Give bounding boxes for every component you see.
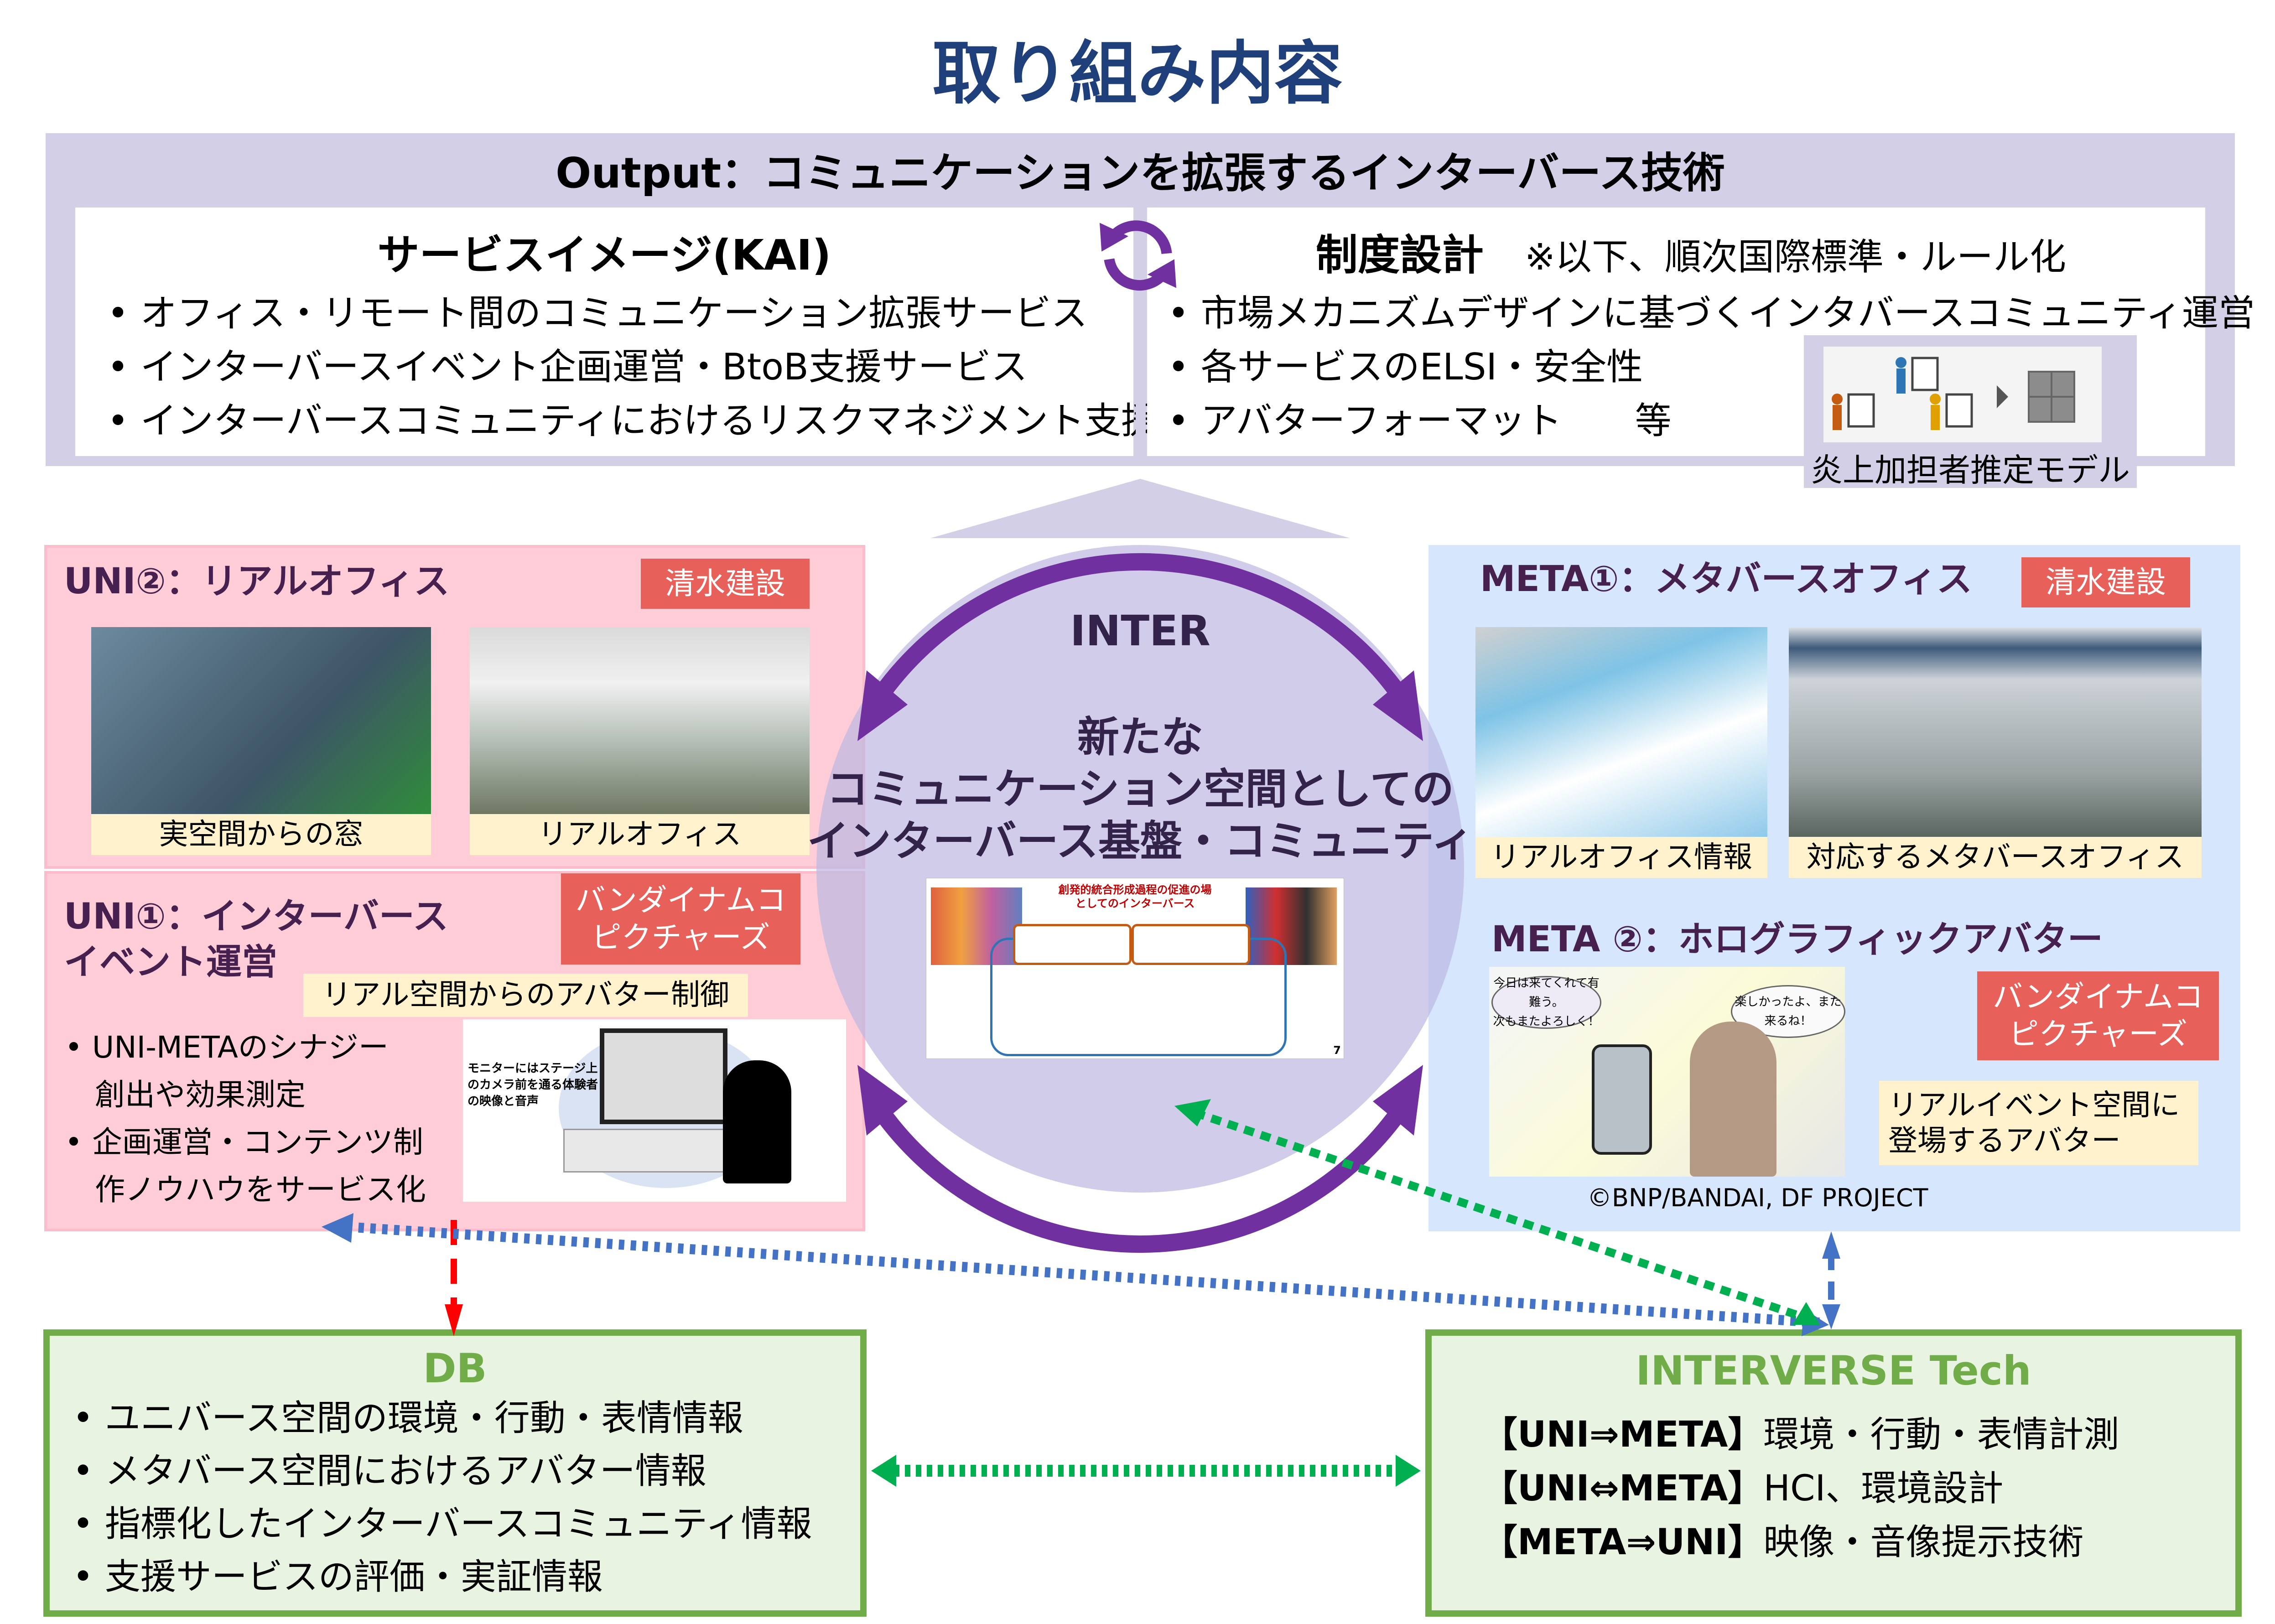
uni2-title: UNI②：リアルオフィス [64, 561, 450, 602]
db-item: 支援サービスの評価・実証情報 [73, 1551, 860, 1603]
metaverse-office-image [1789, 627, 2202, 837]
service-item: オフィス・リモート間のコミュニケーション拡張サービス [107, 286, 1133, 340]
system-heading-text: 制度設計 [1316, 231, 1484, 280]
real-office-image [470, 627, 810, 814]
inter-arrowhead-top-right [1373, 670, 1423, 741]
meta2-company-line2: ピクチャーズ [2008, 1017, 2188, 1052]
real-office-info-image [1475, 627, 1767, 837]
flaming-model-label: 炎上加担者推定モデル [1811, 451, 2130, 489]
green-arrowhead-up [1174, 1099, 1211, 1126]
panel-divider [1136, 208, 1146, 456]
db-item: メタバース空間におけるアバター情報 [73, 1445, 860, 1498]
up-triangle-connector [930, 479, 1350, 538]
inter-arc-top [868, 553, 1412, 707]
exploitation-box [1132, 924, 1250, 965]
system-item: 各サービスのELSI・安全性 [1168, 340, 2205, 394]
tech-row: 【UNI⇒META】環境・行動・表情計測 [1482, 1414, 2119, 1455]
holo-cylinder-icon [1592, 1044, 1652, 1155]
green-arrowhead-left [871, 1455, 896, 1487]
blue-arrowhead-up [1822, 1231, 1840, 1259]
db-item: 指標化したインターバースコミュニティ情報 [73, 1498, 860, 1551]
db-list: ユニバース空間の環境・行動・表情情報 メタバース空間におけるアバター情報 指標化… [73, 1392, 860, 1603]
tech-rows: 【UNI⇒META】環境・行動・表情計測 【UNI⇔META】HCI、環境設計 … [1482, 1408, 2235, 1569]
crowd-right-icon [1246, 887, 1337, 965]
service-list: オフィス・リモート間のコミュニケーション拡張サービス インターバースイベント企画… [107, 286, 1158, 448]
exploration-box [1013, 924, 1132, 965]
meta1-title: META①：メタバースオフィス [1480, 559, 1972, 600]
system-heading: 制度設計 ※以下、順次国際標準・ルール化 [1316, 221, 2205, 282]
green-arrowhead-right [1396, 1455, 1421, 1487]
person-silhouette-icon [723, 1060, 791, 1183]
output-title: Output：コミュニケーションを拡張するインターバース技術 [556, 149, 1725, 197]
inter-description: 新たな コミュニケーション空間としての インターバース基盤・コミュニティ [807, 713, 1474, 866]
green-dotted-diagonal-line [1194, 1109, 1808, 1322]
uni1-company-line1: バンダイナムコ [575, 882, 786, 918]
blue-arrowhead-left [322, 1213, 353, 1243]
inter-arrowhead-bottom-right [1373, 1065, 1423, 1136]
avatar-control-illustration: モニターにはステージ上 のカメラ前を通る体験者 の映像と音声 [463, 1019, 846, 1202]
uni1-title-line2: イベント運営 [64, 942, 278, 983]
system-list: 市場メカニズムデザインに基づくインタバースコミュニティ運営 各サービスのELSI… [1168, 286, 2255, 448]
inter-arrowhead-top-left [857, 670, 908, 741]
meta2-company-tag: バンダイナムコ ピクチャーズ [1977, 971, 2219, 1060]
meta2-caption: リアルイベント空間に 登場するアバター [1879, 1081, 2198, 1165]
meta2-company-line1: バンダイナムコ [1993, 979, 2203, 1014]
holographic-avatar-image: 今日は来てくれて有難う。次もまたよろしく！ 楽しかったよ、また来るね！ [1489, 967, 1845, 1177]
service-item: インターバースイベント企画運営・BtoB支援サービス [107, 340, 1133, 394]
inter-label: INTER [1070, 607, 1210, 655]
copyright-credit: ©BNP/BANDAI, DF PROJECT [1587, 1183, 1928, 1212]
illus-note: モニターにはステージ上 のカメラ前を通る体験者 の映像と音声 [467, 1062, 598, 1108]
interverse-concept-image: 創発的統合形成過程の促進の場 としてのインターバース 7 [926, 878, 1344, 1059]
flaming-model-illustration [1823, 347, 2102, 442]
system-note: ※以下、順次国際標準・ルール化 [1525, 236, 2067, 278]
people-clipboard-icon [1832, 357, 2075, 430]
uni1-company-line2: ピクチャーズ [591, 920, 770, 955]
db-item: ユニバース空間の環境・行動・表情情報 [73, 1392, 860, 1445]
system-item: 市場メカニズムデザインに基づくインタバースコミュニティ運営 [1168, 286, 2255, 340]
cycle-arrows-icon [1100, 220, 1176, 291]
monitor-icon [600, 1028, 727, 1124]
uni2-company-tag: 清水建設 [641, 559, 810, 609]
inter-arrowhead-bottom-left [857, 1065, 908, 1136]
uni2-caption-window: 実空間からの窓 [91, 814, 431, 855]
window-from-real-space-image [91, 627, 431, 814]
uni1-title-line1: UNI①：インターバース [64, 896, 448, 937]
uni1-company-tag: バンダイナムコ ピクチャーズ [561, 873, 800, 965]
meta1-company-tag: 清水建設 [2021, 557, 2190, 607]
visitor-figure-icon [1690, 1022, 1776, 1177]
avatar-speech-bubble: 今日は来てくれて有難う。次もまたよろしく！ [1491, 976, 1601, 1029]
page-title: 取り組み内容 [932, 34, 1343, 114]
inter-arc-bottom [868, 1099, 1412, 1253]
concept-image-title: 創発的統合形成過程の促進の場 としてのインターバース [1058, 883, 1212, 910]
db-title: DB [423, 1345, 487, 1392]
service-heading: サービスイメージ(KAI) [377, 231, 831, 280]
meta1-caption-info: リアルオフィス情報 [1475, 837, 1767, 878]
tech-row: 【META⇒UNI】映像・音像提示技術 [1482, 1522, 2084, 1563]
green-arrowhead-down [1792, 1302, 1820, 1325]
db-box: DB ユニバース空間の環境・行動・表情情報 メタバース空間におけるアバター情報 … [43, 1329, 867, 1617]
service-image-panel: サービスイメージ(KAI) オフィス・リモート間のコミュニケーション拡張サービス… [75, 208, 1158, 456]
uni1-caption: リアル空間からのアバター制御 [303, 974, 748, 1017]
interverse-tech-box: INTERVERSE Tech 【UNI⇒META】環境・行動・表情計測 【UN… [1425, 1329, 2242, 1617]
blue-dotted-diagonal-line [346, 1222, 1820, 1328]
system-item: アバターフォーマット 等 [1168, 394, 2205, 448]
tech-row: 【UNI⇔META】HCI、環境設計 [1482, 1468, 2004, 1509]
concept-page-number: 7 [1333, 1044, 1341, 1057]
blue-arrowhead-down [1822, 1304, 1840, 1329]
red-arrowhead [445, 1304, 463, 1336]
meta2-title: META ②：ホログラフィックアバター [1491, 919, 2103, 960]
uni2-caption-office: リアルオフィス [470, 814, 810, 855]
meta1-caption-office: 対応するメタバースオフィス [1789, 837, 2202, 878]
uni1-title: UNI①：インターバース イベント運営 [64, 894, 448, 985]
service-item: インターバースコミュニティにおけるリスクマネジメント支援 [107, 394, 1158, 448]
tech-title: INTERVERSE Tech [1636, 1347, 2031, 1394]
